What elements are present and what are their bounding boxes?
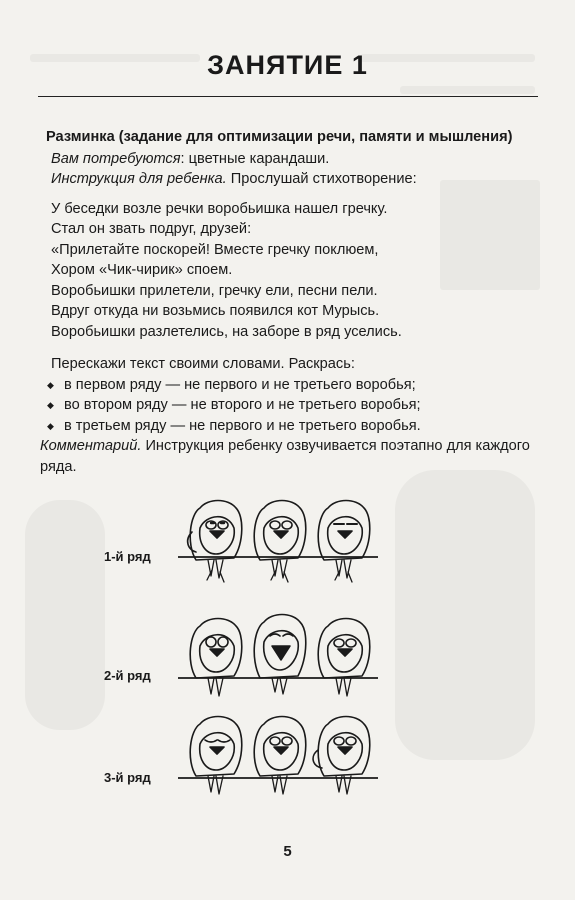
instruction-label: Инструкция для ребенка. <box>51 171 227 187</box>
lesson-text: Разминка (задание для оптимизации речи, … <box>40 127 546 477</box>
poem-line: «Прилетайте поскорей! Вместе гречку покл… <box>51 241 379 258</box>
bleed-through-illustration <box>25 500 105 730</box>
sparrow-outline <box>189 617 243 697</box>
comment-value: Инструкция ребенку озвучивается поэтапно… <box>40 438 530 475</box>
row-label-3: 3-й ряд <box>104 770 151 785</box>
poem-line: Хором «Чик-чирик» споем. <box>51 262 233 278</box>
comment: Комментарий. Инструкция ребенку озвучива… <box>40 436 546 477</box>
page-number: 5 <box>283 843 292 860</box>
instruction-line: Инструкция для ребенка. Прослушай стихот… <box>46 169 546 190</box>
title-divider <box>38 96 538 97</box>
instruction-value: Прослушай стихотворение: <box>226 171 417 187</box>
row-label-2: 2-й ряд <box>104 668 151 683</box>
comment-label: Комментарий. <box>40 438 142 454</box>
sparrow-outline <box>317 499 371 583</box>
materials-label: Вам потребуются <box>51 150 181 167</box>
bleed-through-text <box>360 54 535 62</box>
warmup-heading: Разминка (задание для оптимизации речи, … <box>46 129 513 145</box>
poem-line: Воробьишки разлетелись, на заборе в ряд … <box>51 323 402 340</box>
task-item: во втором ряду — не второго и не третьег… <box>46 395 546 416</box>
sparrow-row-1 <box>178 494 378 594</box>
bleed-through-illustration <box>395 470 535 760</box>
materials-line: Вам потребуются: цветные карандаши. <box>46 149 546 170</box>
bleed-through-text <box>440 180 540 290</box>
sparrow-outline <box>253 499 307 583</box>
bleed-through-text <box>30 54 200 62</box>
bleed-through-text <box>400 86 535 94</box>
sparrow-row-3 <box>178 706 378 806</box>
task-item: в первом ряду — не первого и не третьего… <box>46 375 546 396</box>
sparrow-outline <box>317 617 371 697</box>
materials-value: : цветные карандаши. <box>180 150 330 167</box>
poem-line: У беседки возле речки воробьишка нашел г… <box>51 200 388 217</box>
task-intro: Перескажи текст своими словами. Раскрась… <box>51 356 355 372</box>
task-item: в третьем ряду — не первого и не третьег… <box>46 416 546 437</box>
sparrow-outline <box>253 613 307 695</box>
poem-line: Стал он звать подруг, друзей: <box>51 221 252 237</box>
poem-line: Вдруг откуда ни возьмись появился кот Му… <box>51 303 380 319</box>
row-label-1: 1-й ряд <box>104 549 151 564</box>
sparrow-outline <box>312 715 371 795</box>
page-title: ЗАНЯТИЕ 1 <box>207 50 368 80</box>
poem-line: Воробьишки прилетели, гречку ели, песни … <box>51 282 378 299</box>
sparrow-row-2 <box>178 606 378 706</box>
sparrow-outline <box>253 715 307 795</box>
sparrow-outline <box>186 499 243 583</box>
sparrow-outline <box>189 715 243 795</box>
